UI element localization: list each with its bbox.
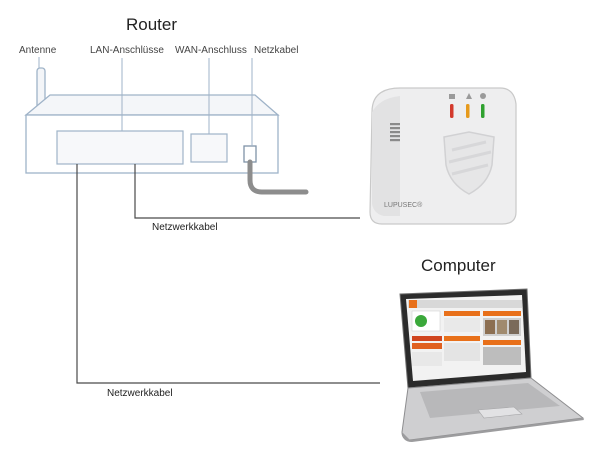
laptop-touchpad: [477, 406, 523, 419]
cable-label-upper: Netzwerkkabel: [152, 222, 218, 233]
router-top: [24, 94, 280, 116]
wan-port-label: WAN-Anschluss: [175, 45, 247, 56]
led-green-icon: [481, 104, 485, 118]
cable-to-alarm-unit: [134, 164, 360, 219]
vent-grille: [390, 123, 400, 142]
wan-port-frame: [190, 133, 228, 163]
laptop-illustration: [399, 288, 585, 442]
lan-ports-label: LAN-Anschlüsse: [90, 45, 164, 56]
network-cables: [76, 164, 380, 384]
lan-port-group: [56, 130, 184, 165]
router-illustration: [24, 67, 280, 174]
antenna-label: Antenne: [19, 45, 57, 56]
led-orange-icon: [466, 104, 470, 118]
shield-stripes: [448, 140, 492, 176]
power-cable: [247, 159, 309, 195]
router-title: Router: [126, 15, 178, 34]
power-cable-label: Netzkabel: [254, 45, 299, 56]
callout-lines: [38, 57, 253, 146]
screen-content: [408, 300, 522, 366]
alarm-unit-illustration: [369, 87, 517, 225]
alarm-unit-brand: LUPUSEC®: [384, 202, 423, 209]
laptop-keyboard: [420, 383, 560, 418]
laptop-front-edge: [402, 418, 584, 442]
cable-to-computer: [76, 164, 380, 384]
cable-label-lower: Netzwerkkabel: [107, 388, 173, 399]
alarm-unit-side: [372, 96, 400, 216]
status-icons: [449, 93, 486, 99]
alarm-unit-body: [369, 87, 517, 225]
led-red-icon: [450, 104, 454, 118]
computer-title: Computer: [421, 256, 496, 275]
